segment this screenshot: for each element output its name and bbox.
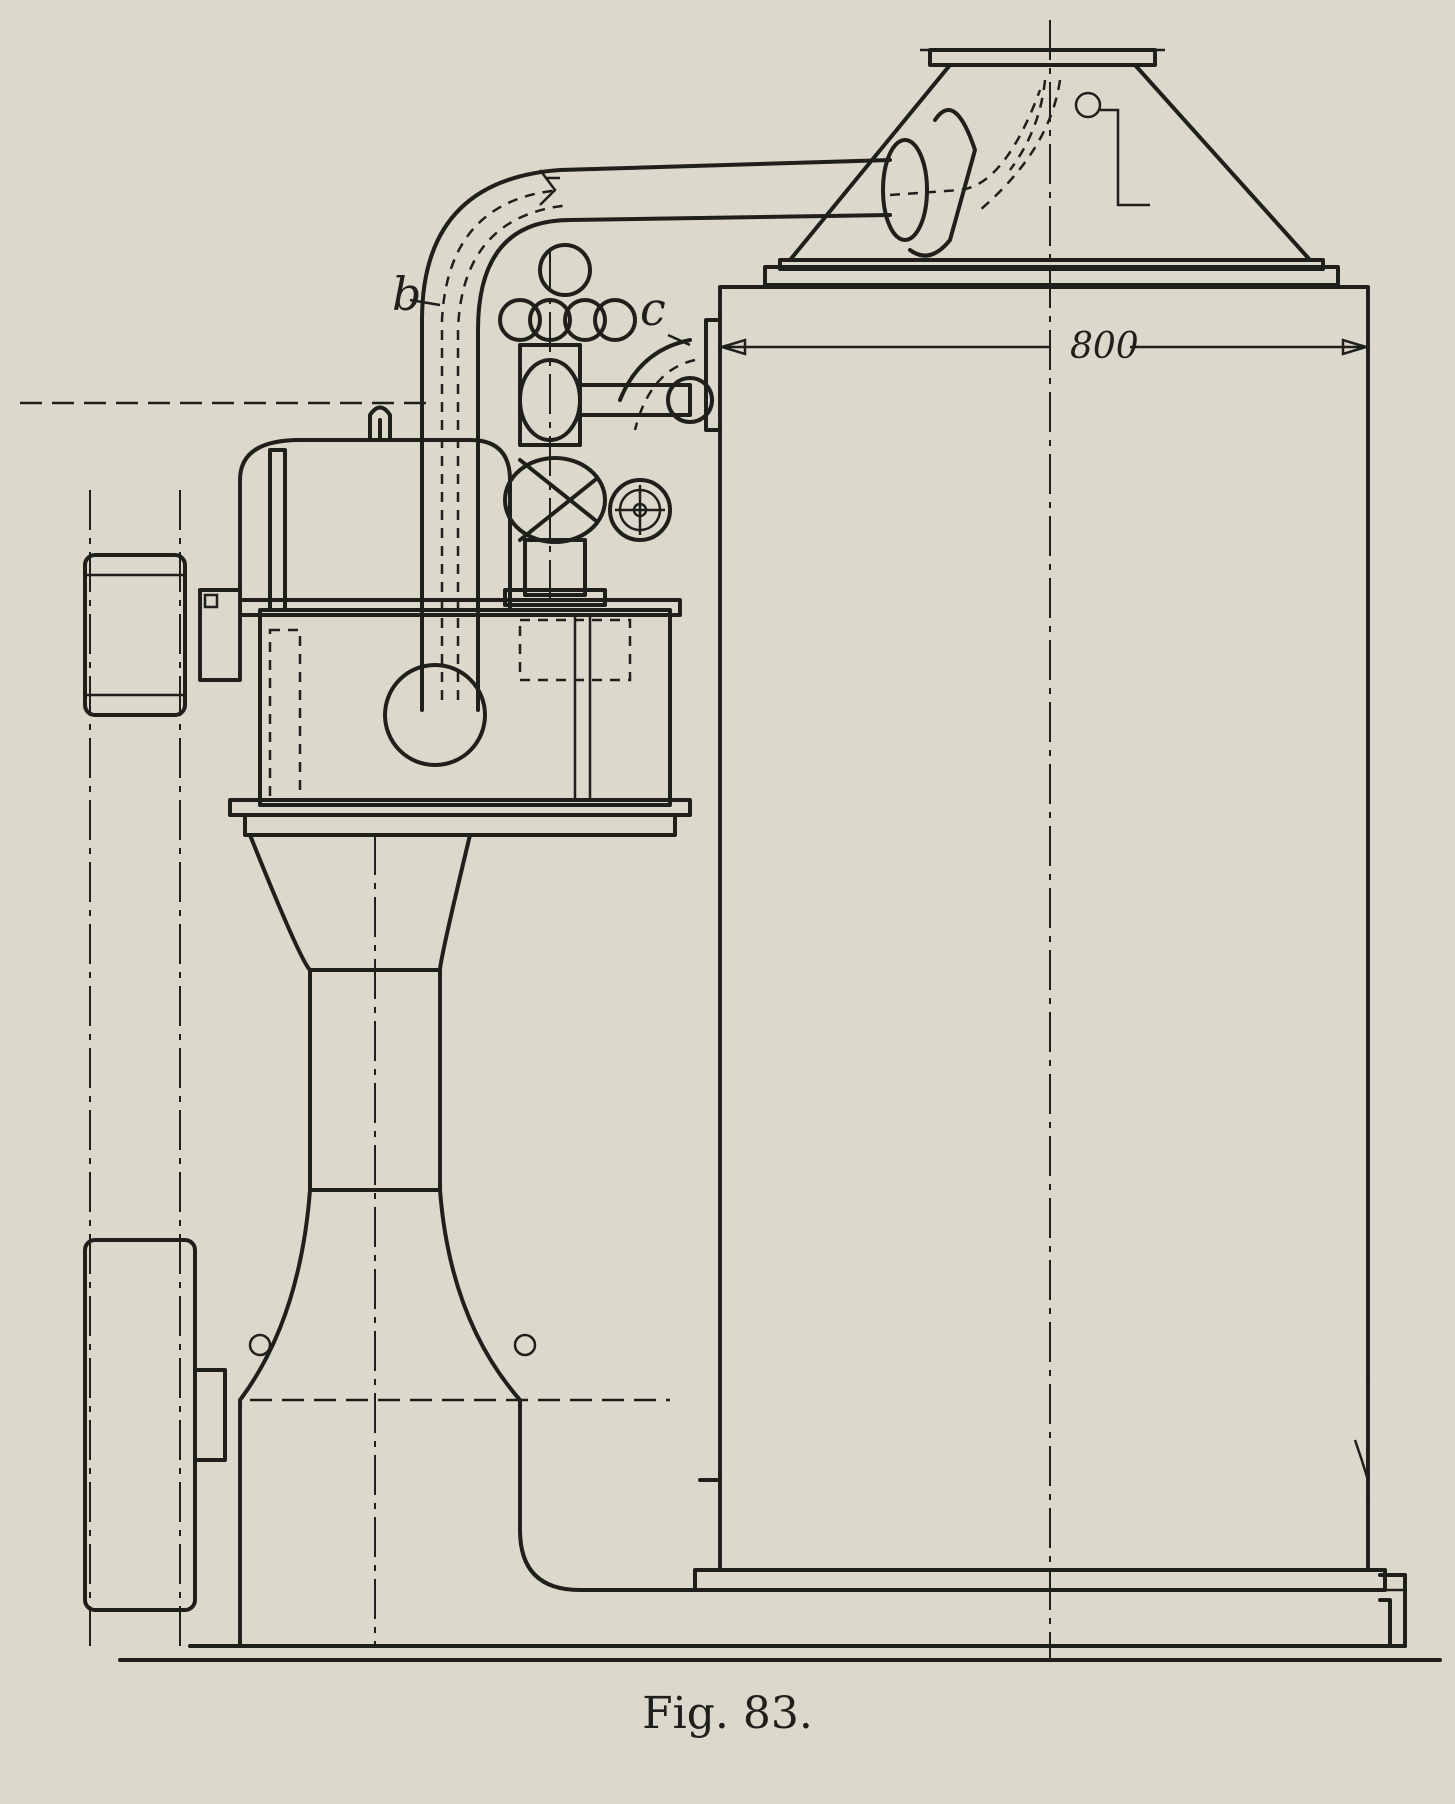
base-plate <box>118 1573 1442 1662</box>
part-labels: b c <box>392 267 691 347</box>
pedestal-column <box>238 833 722 1647</box>
pump-body <box>198 405 692 837</box>
dimension-800-label: 800 <box>1070 326 1139 367</box>
label-b: b <box>392 267 421 321</box>
flywheel-lower <box>83 1238 227 1612</box>
valve-cluster <box>498 243 722 610</box>
flywheel-upper <box>83 553 187 717</box>
figure-caption: Fig. 83. <box>642 1688 813 1739</box>
reference-lines <box>20 401 670 1402</box>
tank-cone-top <box>763 48 1340 287</box>
label-c: c <box>640 282 666 336</box>
steam-pipe-b <box>420 89 1042 712</box>
dimension-800: 800 <box>717 326 1371 367</box>
